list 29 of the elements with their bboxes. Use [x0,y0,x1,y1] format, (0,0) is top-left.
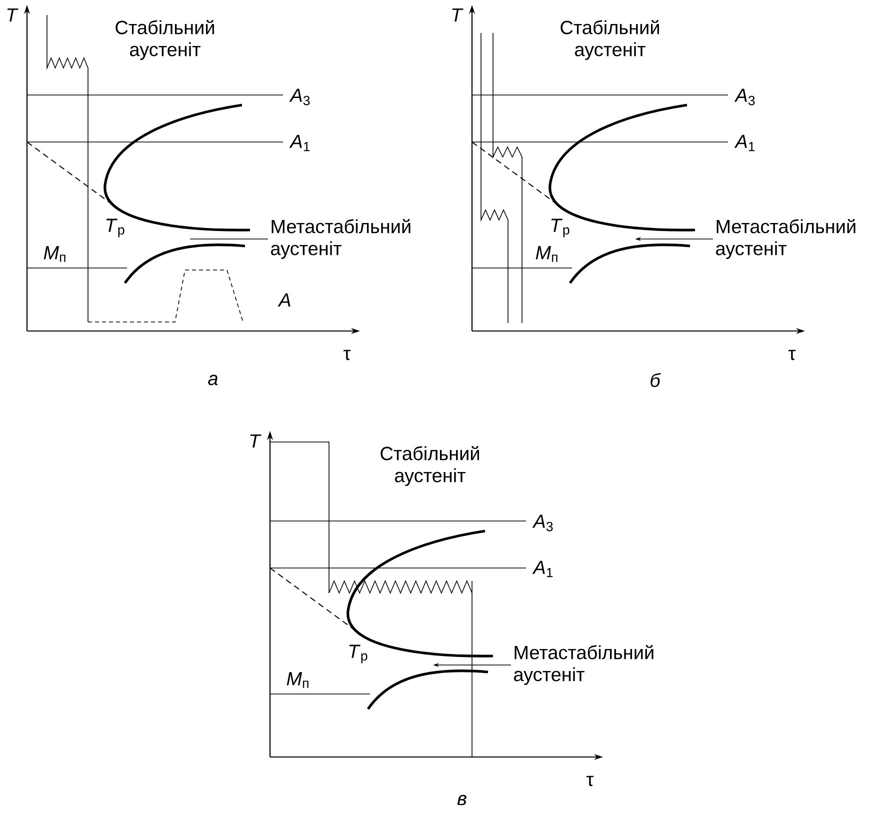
region-label: Стабільний аустеніт [380,446,479,486]
callout-text: Метастабільний аустеніт [716,218,856,259]
region-label: A [278,293,290,307]
region-label: Стабільний аустеніт [116,20,214,60]
curve-label: T$_{р}$ [106,218,124,238]
line-label: A$_{1}$ [734,134,755,152]
panel-letter: а [208,374,218,386]
panel-letter: б [650,372,661,388]
callout-text: Метастабільний аустеніт [271,218,410,259]
axis-label: τ [344,350,351,360]
axis-label: τ [788,350,796,360]
line-label: A$_{1}$ [532,560,553,578]
line-label: A$_{3}$ [734,88,755,106]
callout-text: Метастабільний аустеніт [514,644,654,686]
curve-label: T$_{р}$ [551,218,570,238]
line-label: A$_{3}$ [532,514,553,532]
curve-label: T$_{р}$ [349,644,368,664]
region-label: Стабільний аустеніт [560,20,659,60]
axis-label: T [7,8,18,22]
axis-label: T [250,434,262,448]
leader-line [190,238,268,240]
line-label: A$_{3}$ [289,88,310,106]
panel-letter: в [457,794,466,806]
line-label: M$_{п}$ [44,246,66,262]
line-label: M$_{п}$ [286,672,308,688]
axis-label: T [452,8,464,22]
line-label: A$_{1}$ [289,134,310,152]
axis-label: τ [586,776,594,786]
line-label: M$_{п}$ [536,246,558,262]
